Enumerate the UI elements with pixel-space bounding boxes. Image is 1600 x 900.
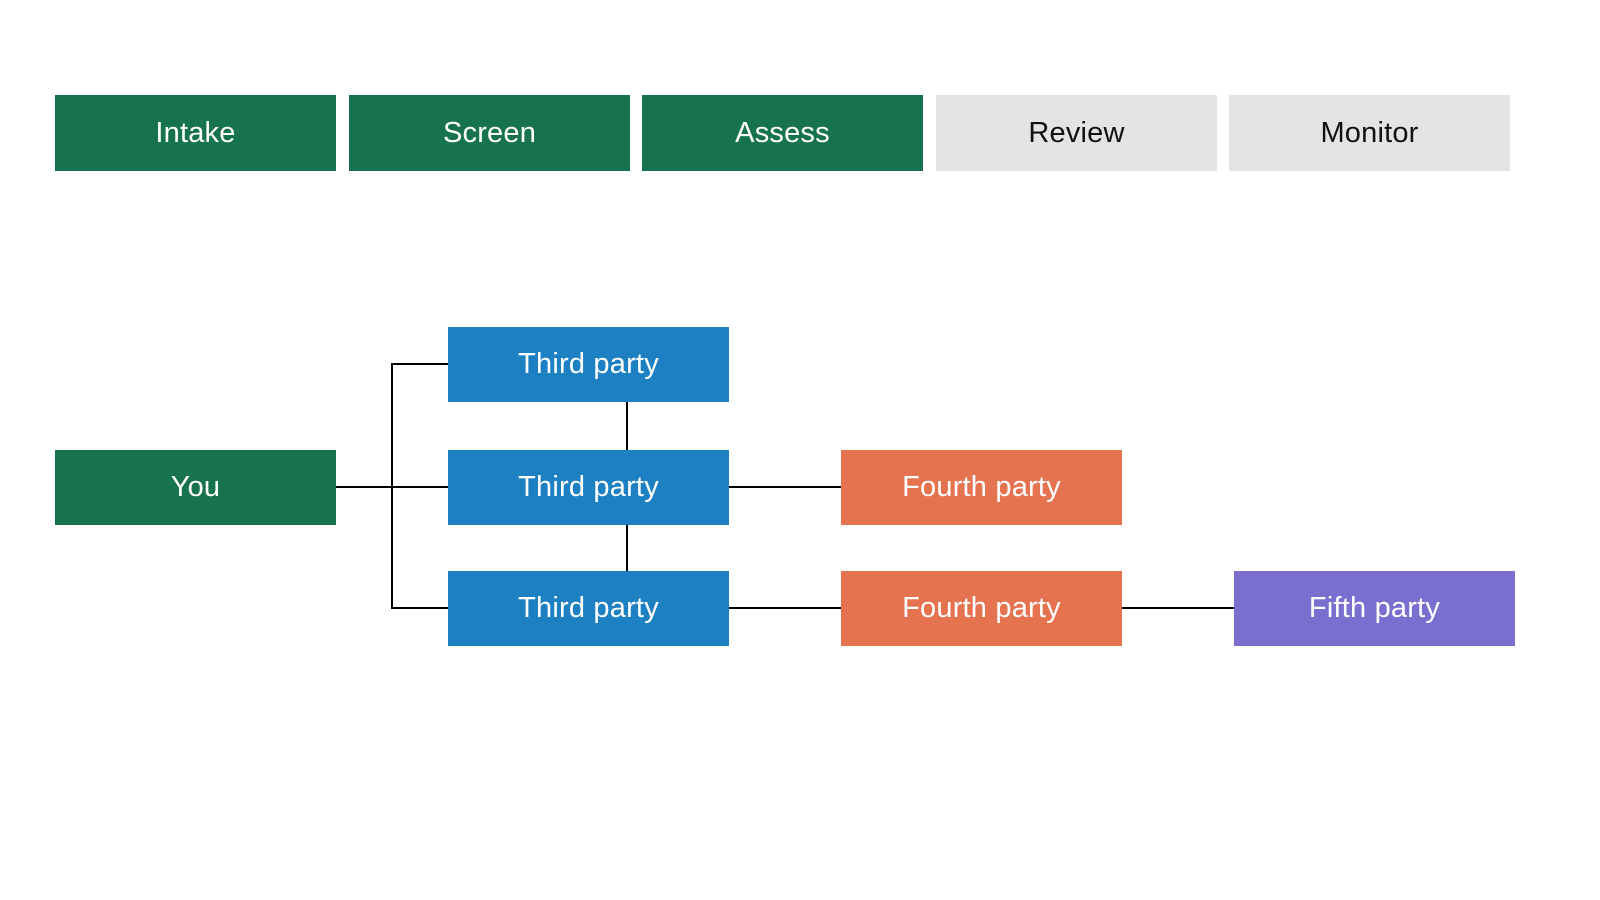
- connector-fourth-2-to-fifth-1: [1122, 607, 1234, 609]
- node-you: You: [55, 450, 336, 525]
- connector-trunk-vertical: [391, 363, 393, 609]
- connector-third-2-to-third-3: [626, 525, 628, 571]
- node-third-party-2: Third party: [448, 450, 729, 525]
- stage-review: Review: [936, 95, 1217, 171]
- node-fifth-party-1: Fifth party: [1234, 571, 1515, 646]
- stage-assess: Assess: [642, 95, 923, 171]
- connector-junction-to-third-1: [391, 363, 448, 365]
- connector-third-1-to-third-2: [626, 402, 628, 450]
- connector-junction-to-third-3: [391, 607, 448, 609]
- stage-intake: Intake: [55, 95, 336, 171]
- node-fourth-party-1: Fourth party: [841, 450, 1122, 525]
- node-third-party-1: Third party: [448, 327, 729, 402]
- stage-monitor: Monitor: [1229, 95, 1510, 171]
- connector-third-2-to-fourth-1: [729, 486, 841, 488]
- node-fourth-party-2: Fourth party: [841, 571, 1122, 646]
- node-third-party-3: Third party: [448, 571, 729, 646]
- stage-screen: Screen: [349, 95, 630, 171]
- connector-third-3-to-fourth-2: [729, 607, 841, 609]
